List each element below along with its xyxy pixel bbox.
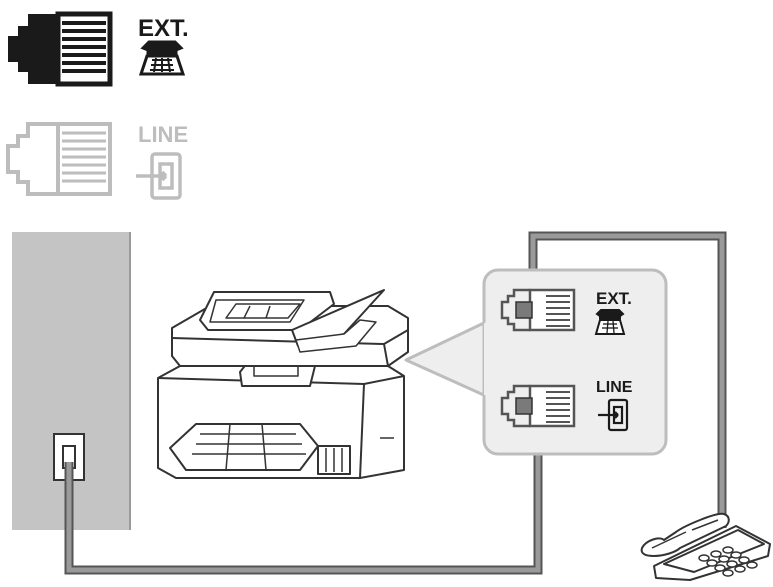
callout-pointer <box>404 320 488 398</box>
printer-icon <box>157 289 409 479</box>
line-port-jack-icon <box>500 384 576 428</box>
legend-ext-label: EXT. <box>138 15 189 42</box>
telephone-icon <box>640 512 771 581</box>
legend-line-label: LINE <box>138 122 188 147</box>
legend-ext-jack-icon <box>8 11 113 87</box>
line-port-wall-jack-icon <box>598 398 629 432</box>
ext-port-label: EXT. <box>596 289 632 308</box>
legend-telephone-icon <box>138 40 186 76</box>
legend-wall-jack-icon <box>136 152 182 200</box>
ext-port-jack-icon <box>500 288 576 332</box>
line-port-label: LINE <box>596 379 633 396</box>
ext-port-telephone-icon <box>594 309 626 335</box>
legend: EXT. <box>6 11 189 200</box>
legend-line-jack-icon <box>6 122 112 196</box>
